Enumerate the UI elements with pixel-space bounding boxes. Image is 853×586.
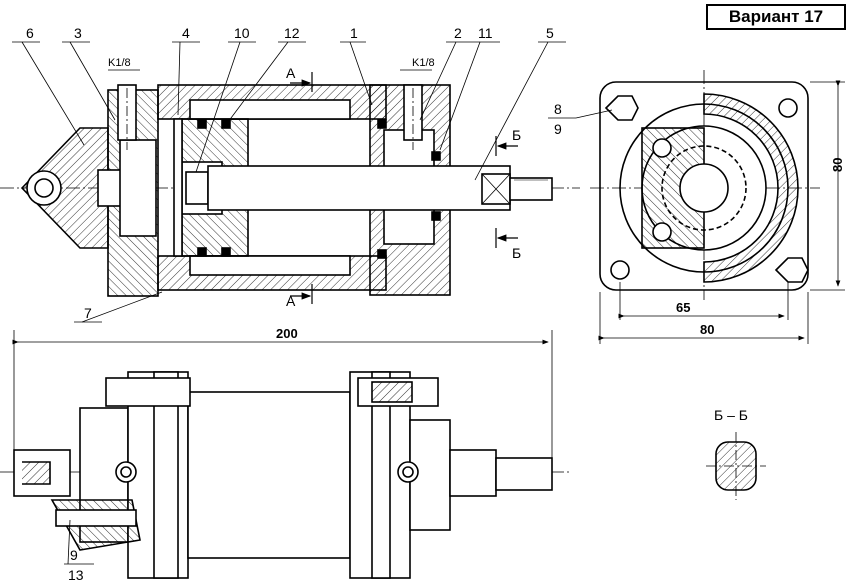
hidden-circle: [661, 145, 747, 231]
callout-6: 6: [26, 25, 34, 41]
main-section-view: [0, 84, 580, 297]
bottom-left-port-inner: [120, 466, 132, 478]
callout-5: 5: [546, 25, 554, 41]
bottom-callout-9: 9: [70, 547, 78, 563]
bottom-left-port: [115, 461, 137, 483]
callout-3: 3: [74, 25, 82, 41]
section-markers: [290, 72, 518, 304]
tube-top-inner: [189, 99, 351, 120]
seal-right-top: [377, 119, 387, 129]
flange-side-view: [590, 70, 820, 300]
seal-bottom-2: [221, 247, 231, 257]
side-dimensions: [598, 80, 845, 344]
bottom-rod: [449, 449, 497, 497]
piston-rod: [207, 165, 511, 211]
dim-width-80: 80: [700, 322, 714, 337]
overall-dimension: [12, 330, 553, 460]
bottom-callout-13: 13: [68, 567, 84, 583]
callout-10: 10: [234, 25, 250, 41]
section-b-top: Б: [512, 127, 521, 143]
section-a-top: А: [286, 65, 296, 81]
bottom-right-port-inner: [402, 466, 414, 478]
left-cap-bore: [119, 139, 157, 237]
boss-hole-bottom: [652, 222, 672, 242]
main-callouts: [12, 41, 566, 323]
bottom-tie-rod-top-left: [105, 377, 191, 407]
callout-7: 7: [84, 305, 92, 321]
dim-height-80: 80: [830, 158, 845, 172]
seal-top-2: [221, 119, 231, 129]
callout-12: 12: [284, 25, 300, 41]
callout-2: 2: [454, 25, 462, 41]
piston-washer: [173, 118, 183, 257]
variant-title: Вариант 17: [706, 4, 846, 30]
callout-4: 4: [182, 25, 190, 41]
bottom-right-port: [397, 461, 419, 483]
rod-hole: [679, 163, 729, 213]
bolt-hole-bottom-left: [610, 260, 630, 280]
rod-seal-bottom: [431, 211, 441, 221]
rod-seal-top: [431, 151, 441, 161]
thread-label-left: K1/8: [108, 57, 131, 69]
tube-bottom-inner: [189, 255, 351, 276]
bottom-bolt: [55, 509, 137, 527]
bottom-external-view: [0, 371, 570, 579]
bottom-tube: [187, 391, 351, 559]
bottom-rod-thread: [495, 457, 553, 491]
seal-bottom-1: [197, 247, 207, 257]
dim-200: 200: [276, 326, 298, 341]
bolt-hole-top-right: [778, 98, 798, 118]
side-callout-8: 8: [554, 101, 562, 117]
callout-11: 11: [478, 25, 493, 41]
thread-label-right: K1/8: [412, 57, 435, 69]
section-b-bottom: Б: [512, 245, 521, 261]
rod-flat-diag-2: [481, 173, 511, 205]
bottom-tie-rod-section: [371, 381, 413, 403]
seal-top-1: [197, 119, 207, 129]
nut-top-left: [604, 95, 639, 121]
dim-65: 65: [676, 300, 690, 315]
section-a-bottom: А: [286, 293, 296, 309]
section-b-b-title: Б – Б: [714, 407, 748, 423]
piston-nut: [185, 171, 209, 205]
bottom-clevis-hatch: [22, 461, 51, 485]
rod-thread: [509, 177, 553, 201]
bottom-right-flange-face: [371, 371, 391, 579]
side-callout-9: 9: [554, 121, 562, 137]
flange-bore: [619, 103, 789, 273]
clevis-eye-inner: [34, 178, 54, 198]
callout-1: 1: [350, 25, 358, 41]
boss-hole-top: [652, 138, 672, 158]
seal-right-bottom: [377, 249, 387, 259]
